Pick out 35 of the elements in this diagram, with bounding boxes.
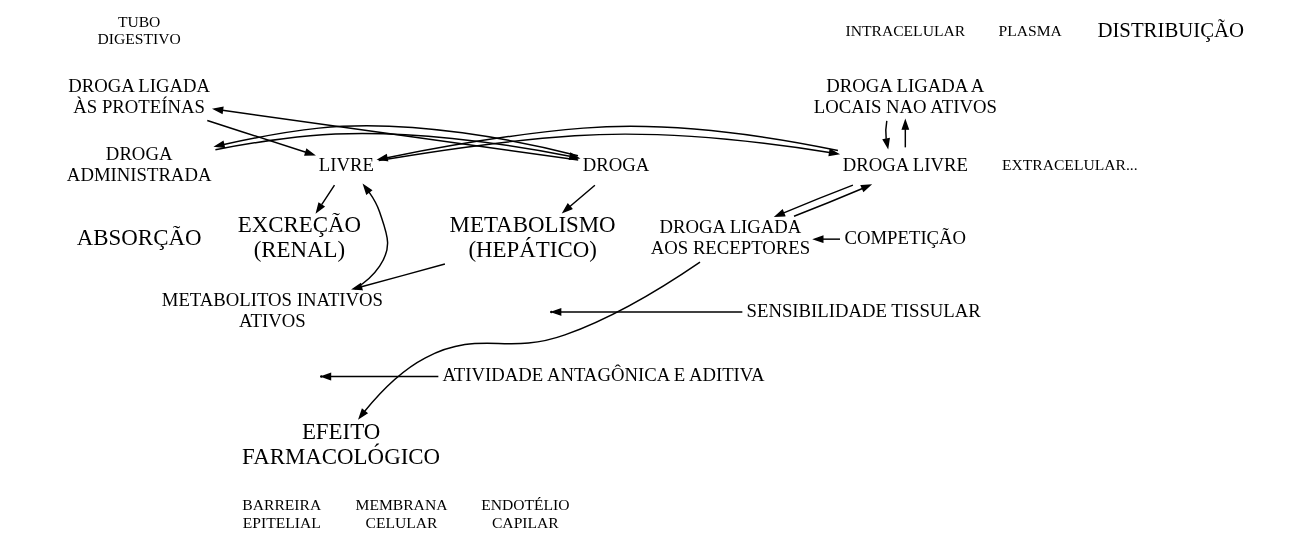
node-text: DROGA bbox=[582, 153, 650, 175]
node-text: EXCREÇÃO (RENAL) bbox=[237, 212, 362, 263]
node-text: LIVRE bbox=[318, 153, 374, 175]
arrow bbox=[882, 120, 890, 150]
arrow bbox=[315, 184, 336, 214]
label: ENDOTÉLIO CAPILAR bbox=[481, 495, 570, 531]
label: TUBO DIGESTIVO bbox=[97, 12, 181, 48]
arrow bbox=[319, 372, 440, 381]
node-text: DROGA LIGADA AOS RECEPTORES bbox=[650, 216, 811, 259]
node-text: ATIVIDADE ANTAGÔNICA E ADITIVA bbox=[442, 364, 765, 386]
node-text: EFEITO FARMACOLÓGICO bbox=[242, 418, 441, 469]
node-text: METABOLITOS INATIVOS ATIVOS bbox=[161, 289, 384, 332]
arrow bbox=[206, 119, 316, 156]
node-text: METABOLISMO (HEPÁTICO) bbox=[449, 212, 616, 263]
label: MEMBRANA CELULAR bbox=[355, 495, 448, 531]
node-text: DROGA LIVRE bbox=[842, 153, 968, 175]
arrow bbox=[812, 235, 841, 244]
arrow bbox=[213, 125, 579, 157]
node-text: SENSIBILIDADE TISSULAR bbox=[746, 299, 981, 321]
arrow bbox=[793, 184, 873, 217]
node-text: DROGA LIGADA A LOCAIS NAO ATIVOS bbox=[813, 74, 997, 117]
arrow bbox=[354, 183, 389, 290]
label: ABSORÇÃO bbox=[76, 224, 202, 250]
node-text: DROGA LIGADA ÀS PROTEÍNAS bbox=[68, 74, 211, 117]
arrow bbox=[561, 184, 596, 214]
label: DISTRIBUIÇÃO bbox=[1097, 18, 1245, 43]
label: BARREIRA EPITELIAL bbox=[242, 495, 322, 531]
arrow bbox=[901, 118, 910, 149]
arrow bbox=[773, 184, 854, 218]
label: INTRACELULAR bbox=[845, 21, 966, 39]
arrow bbox=[358, 261, 701, 420]
node-text: DROGA ADMINISTRADA bbox=[66, 143, 212, 186]
node-text: COMPETIÇÃO bbox=[844, 226, 967, 248]
label: EXTRACELULAR... bbox=[1001, 155, 1138, 173]
label: PLASMA bbox=[998, 21, 1062, 39]
